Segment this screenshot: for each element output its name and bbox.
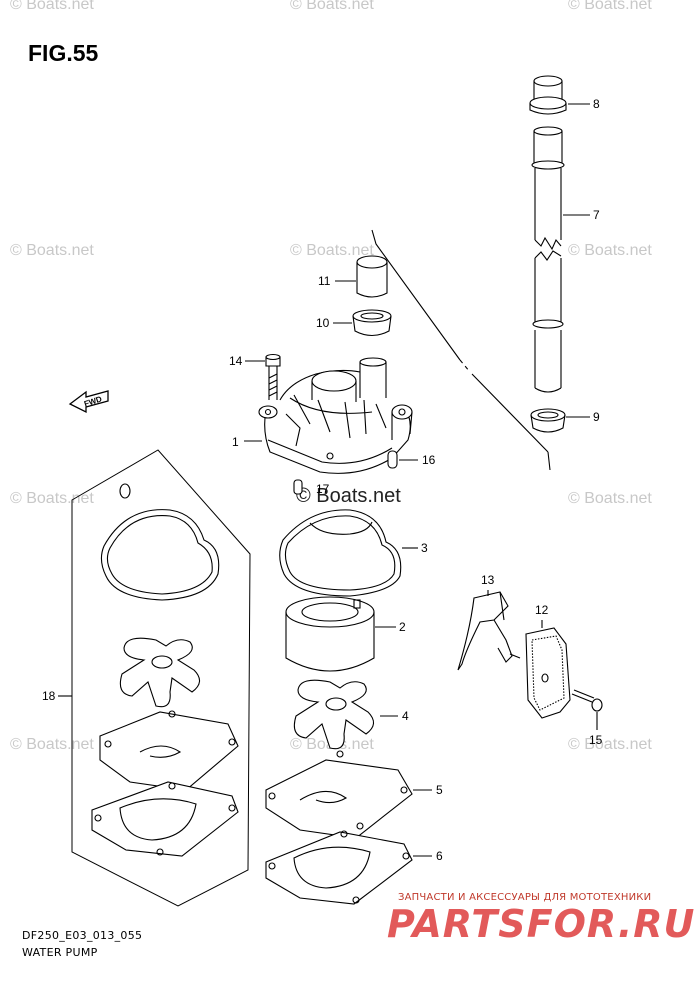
part-2-liner: [285, 596, 396, 672]
callout-10: 10: [316, 316, 330, 330]
watermark: © Boats.net: [290, 0, 374, 13]
part-17-pin: [293, 479, 303, 495]
callout-18: 18: [42, 689, 56, 703]
part-11-grommet: [335, 255, 388, 298]
figure-name: WATER PUMP: [22, 946, 98, 959]
callout-1: 1: [232, 435, 239, 449]
figure-code: DF250_E03_013_055: [22, 929, 143, 942]
watermark: © Boats.net: [10, 0, 94, 13]
callout-5: 5: [436, 783, 443, 797]
part-8-seal: [529, 75, 590, 115]
callout-7: 7: [593, 208, 600, 222]
brand-logo: PARTSFOR.RU: [387, 902, 696, 946]
watermark: © Boats.net: [568, 242, 652, 259]
center-watermark: © Boats.net: [296, 485, 401, 507]
callout-3: 3: [421, 541, 428, 555]
part-14-bolt: [245, 353, 281, 400]
callout-8: 8: [593, 97, 600, 111]
callout-15: 15: [589, 733, 603, 747]
watermark: © Boats.net: [10, 736, 94, 753]
callout-4: 4: [402, 709, 409, 723]
watermark: © Boats.net: [568, 0, 652, 13]
callout-16: 16: [422, 453, 436, 467]
callout-6: 6: [436, 849, 443, 863]
fwd-arrow-icon: [68, 390, 109, 414]
callout-17: 17: [316, 482, 330, 496]
part-1-pump-case: [244, 357, 413, 474]
part-3-o-ring: [279, 509, 418, 597]
part-7-water-tube: [531, 126, 590, 393]
watermark: © Boats.net: [568, 736, 652, 753]
brand-subtitle: ЗАПЧАСТИ И АКСЕССУАРЫ ДЛЯ МОТОТЕХНИКИ: [398, 892, 652, 903]
watermark: © Boats.net: [10, 490, 94, 507]
part-15-screw: [571, 689, 603, 730]
callout-11: 11: [318, 274, 331, 288]
watermark: © Boats.net: [290, 242, 374, 259]
part-4-impeller: [293, 679, 398, 750]
callout-13: 13: [481, 573, 495, 587]
callout-12: 12: [535, 603, 549, 617]
callout-9: 9: [593, 410, 600, 424]
watermark: © Boats.net: [568, 490, 652, 507]
part-5-gasket: [265, 750, 432, 839]
callout-2: 2: [399, 620, 406, 634]
part-13-bracket: [457, 590, 521, 671]
part-18-kit-outline: [58, 449, 251, 907]
part-6-plate: [265, 830, 432, 905]
callout-14: 14: [229, 354, 243, 368]
watermark: © Boats.net: [10, 242, 94, 259]
part-9-seal: [530, 408, 590, 433]
part-10-seal: [333, 309, 392, 337]
part-12-plate: [525, 620, 571, 719]
figure-title: FIG.55: [28, 40, 99, 66]
part-16-pin: [387, 450, 418, 469]
